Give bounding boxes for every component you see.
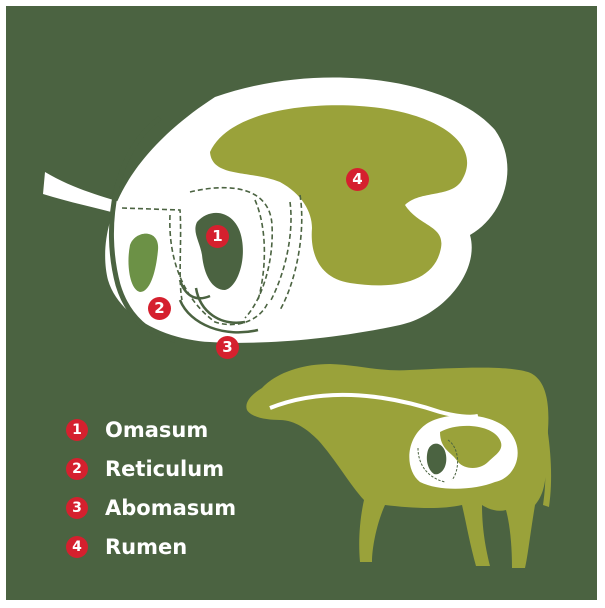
legend-marker: 2 xyxy=(66,458,88,480)
marker-rumen: 4 xyxy=(346,168,369,191)
marker-omasum: 1 xyxy=(206,225,229,248)
legend-marker: 1 xyxy=(66,419,88,441)
legend-item-abomasum: 3 Abomasum xyxy=(66,496,236,520)
marker-abomasum: 3 xyxy=(216,336,239,359)
legend-marker: 3 xyxy=(66,497,88,519)
legend-label: Omasum xyxy=(105,418,208,442)
legend-item-omasum: 1 Omasum xyxy=(66,418,208,442)
legend-label: Reticulum xyxy=(105,457,224,481)
legend-marker: 4 xyxy=(66,536,88,558)
legend-label: Rumen xyxy=(105,535,187,559)
legend-label: Abomasum xyxy=(105,496,236,520)
legend-item-reticulum: 2 Reticulum xyxy=(66,457,224,481)
cow-silhouette xyxy=(246,364,551,568)
legend-item-rumen: 4 Rumen xyxy=(66,535,187,559)
marker-reticulum: 2 xyxy=(148,297,171,320)
